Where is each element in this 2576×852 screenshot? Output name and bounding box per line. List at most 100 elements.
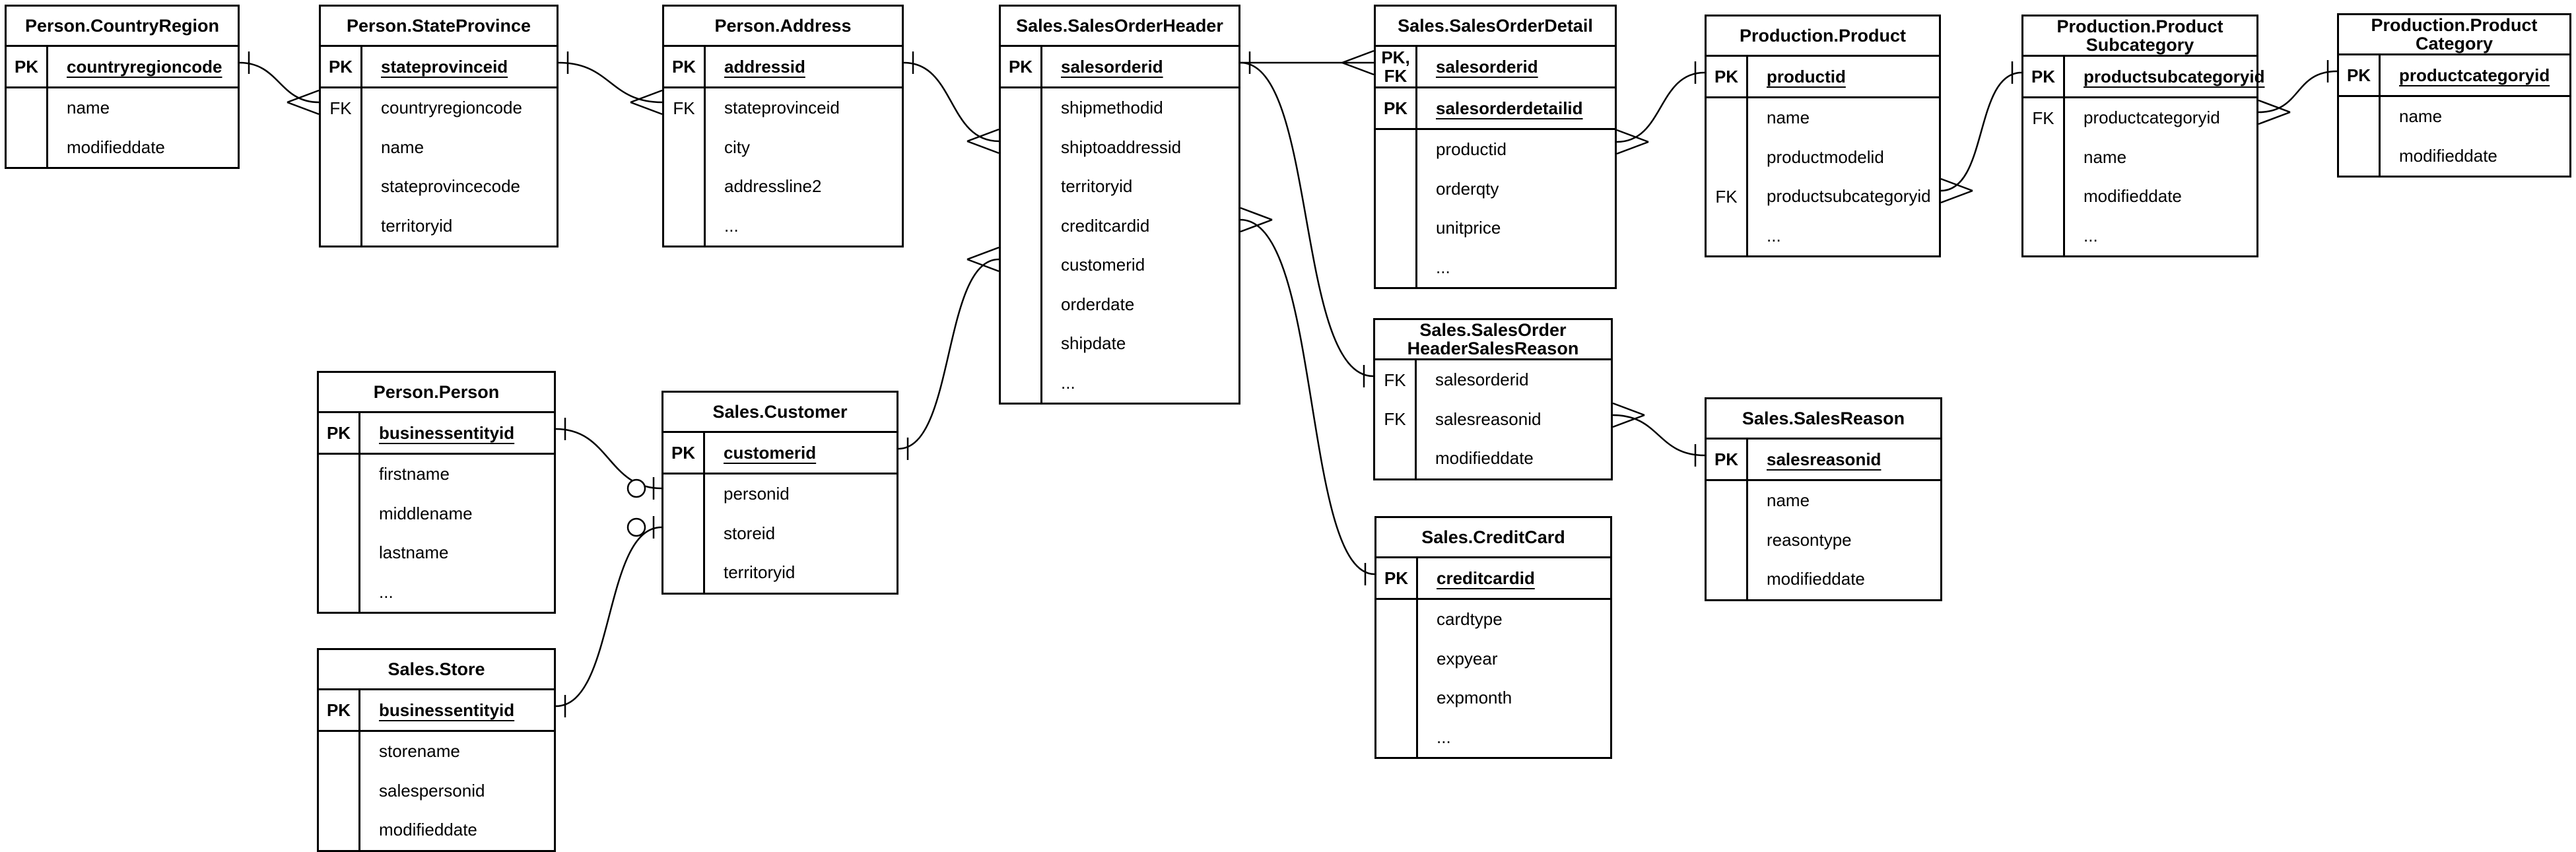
rel-creditcard-salesorderheader[interactable] [1240,207,1375,585]
key-label [1707,481,1748,521]
attribute-row: name [1707,98,1939,138]
key-label [1376,169,1417,209]
key-label [664,206,706,246]
attribute-row: customerid [1001,246,1238,285]
primary-key-field: addressid [724,56,805,77]
key-label: PK [1001,47,1042,86]
key-label: PK [7,47,48,86]
rel-productsubcategory-product[interactable] [1940,61,2022,204]
key-label: PK [2339,55,2381,95]
attribute-row: storeid [663,513,897,553]
rel-person-customer[interactable] [555,418,662,500]
entity-title: Sales.CreditCard [1376,518,1610,558]
rel-address-salesorderheader[interactable] [903,51,1000,154]
attribute-row: stateprovincecode [321,167,557,207]
key-label [2023,137,2065,177]
rel-salesreason-headersalesreason[interactable] [1612,402,1705,467]
key-label: PK [1707,57,1748,96]
attribute-row: modifieddate [1707,560,1940,599]
attribute-field: addressline2 [724,176,822,197]
attribute-row: lastname [319,533,554,573]
attribute-row: shipdate [1001,324,1238,364]
key-label [1001,167,1042,207]
key-label [1376,678,1418,718]
attribute-field: stateprovincecode [381,176,521,197]
rel-product-salesorderdetail[interactable] [1616,61,1705,155]
attribute-row: territoryid [1001,167,1238,207]
attribute-field: territoryid [724,562,796,583]
entity-title-line: Sales.SalesReason [1742,409,1905,428]
attribute-row: ... [1707,216,1939,255]
entity-title-line: Production.Product [2371,15,2538,35]
rel-countryregion-stateprovince[interactable] [239,51,320,115]
key-label [2023,216,2065,255]
primary-key-field: creditcardid [1437,568,1535,588]
attribute-field: middlename [379,503,473,523]
attribute-row: territoryid [663,553,897,593]
rel-store-customer[interactable] [555,516,662,717]
key-label [319,810,360,850]
key-label [2339,97,2381,137]
key-label: FK [2023,98,2065,138]
key-label [1707,560,1748,599]
attribute-field: modifieddate [2084,186,2182,207]
key-label [2023,177,2065,216]
attribute-row: ... [664,206,902,246]
key-label [1376,639,1418,678]
attribute-row: creditcardid [1001,206,1238,246]
entity-title-line: Sales.SalesOrderHeader [1016,16,1223,36]
rel-customer-salesorderheader[interactable] [898,246,1000,460]
attribute-field: storeid [724,523,776,543]
rel-salesorderheader-headersalesreason[interactable] [1240,61,1374,387]
attribute-field: shipmethodid [1061,98,1163,118]
key-label [1001,127,1042,167]
primary-key-field: businessentityid [379,700,515,720]
attribute-field: unitprice [1436,218,1501,238]
attribute-row: salespersonid [319,771,554,810]
entity-title-line: Sales.CreditCard [1421,527,1565,547]
attribute-field: territoryid [381,215,453,236]
key-label [7,127,48,167]
entity-title: Sales.Customer [663,393,897,433]
key-label [663,513,705,553]
key-label: PK [319,413,360,453]
entity-title-line: Sales.Customer [712,402,848,422]
rel-salesorderheader-salesorderdetail[interactable] [1240,49,1374,76]
key-label [1376,717,1418,757]
key-label [664,127,706,167]
key-label [321,127,362,167]
entity-title: Sales.SalesReason [1707,399,1940,440]
attribute-row: modifieddate [2339,136,2569,176]
attribute-field: orderdate [1061,294,1135,314]
rel-productcategory-productsubcategory[interactable] [2258,60,2338,125]
key-label [1707,137,1748,177]
zero-circle [627,517,646,537]
crowsfoot-many [630,89,663,115]
attribute-row: ... [319,572,554,612]
entity-title-line: Person.Person [373,382,500,402]
key-label: PK [321,47,362,86]
rel-stateprovince-address[interactable] [558,51,663,115]
attribute-field: ... [724,215,739,236]
key-label: FK [1375,399,1417,439]
